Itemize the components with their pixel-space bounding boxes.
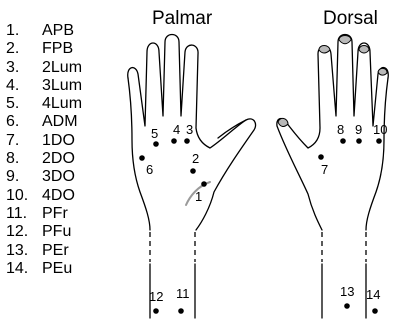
point-3-2lum bbox=[184, 138, 190, 144]
point-label-13: 13 bbox=[340, 284, 354, 299]
point-label-8: 8 bbox=[337, 122, 344, 137]
dorsal-hand-outline bbox=[277, 35, 388, 231]
point-label-12: 12 bbox=[149, 289, 163, 304]
point-7-1do bbox=[318, 154, 324, 160]
nail-middle bbox=[339, 36, 351, 44]
point-label-4: 4 bbox=[173, 122, 180, 137]
point-14-peu bbox=[372, 308, 378, 314]
point-label-10: 10 bbox=[373, 122, 387, 137]
dorsal-hand-ulnar-edge bbox=[366, 78, 388, 230]
point-label-5: 5 bbox=[151, 126, 158, 141]
point-label-9: 9 bbox=[355, 122, 362, 137]
point-label-3: 3 bbox=[186, 122, 193, 137]
nail-index bbox=[319, 46, 330, 54]
palmar-hand: Palmar 1 2 3 4 5 6 11 12 bbox=[128, 8, 256, 318]
palmar-thumb-inner bbox=[218, 120, 246, 138]
point-1-apb bbox=[201, 181, 207, 187]
point-label-1: 1 bbox=[195, 189, 202, 204]
point-9-3do bbox=[356, 138, 362, 144]
point-5-4lum bbox=[153, 141, 159, 147]
point-10-4do bbox=[376, 138, 382, 144]
nail-thumb bbox=[278, 118, 288, 126]
palmar-title: Palmar bbox=[152, 8, 213, 29]
point-label-2: 2 bbox=[192, 151, 199, 166]
point-13-per bbox=[344, 303, 350, 309]
point-label-6: 6 bbox=[146, 162, 153, 177]
point-label-7: 7 bbox=[321, 162, 328, 177]
point-label-14: 14 bbox=[366, 287, 380, 302]
point-4-3lum bbox=[171, 138, 177, 144]
nail-ring bbox=[359, 46, 369, 54]
point-label-11: 11 bbox=[176, 286, 190, 301]
point-11-pfr bbox=[178, 308, 184, 314]
palmar-hand-ulnar-edge bbox=[128, 78, 150, 230]
point-6-adm bbox=[139, 155, 145, 161]
point-12-pfu bbox=[153, 308, 159, 314]
dorsal-title: Dorsal bbox=[323, 8, 378, 29]
dorsal-hand: Dorsal 7 8 9 10 13 14 bbox=[277, 8, 388, 318]
nail-little bbox=[378, 68, 387, 75]
point-8-2do bbox=[340, 138, 346, 144]
point-2-fpb bbox=[190, 168, 196, 174]
